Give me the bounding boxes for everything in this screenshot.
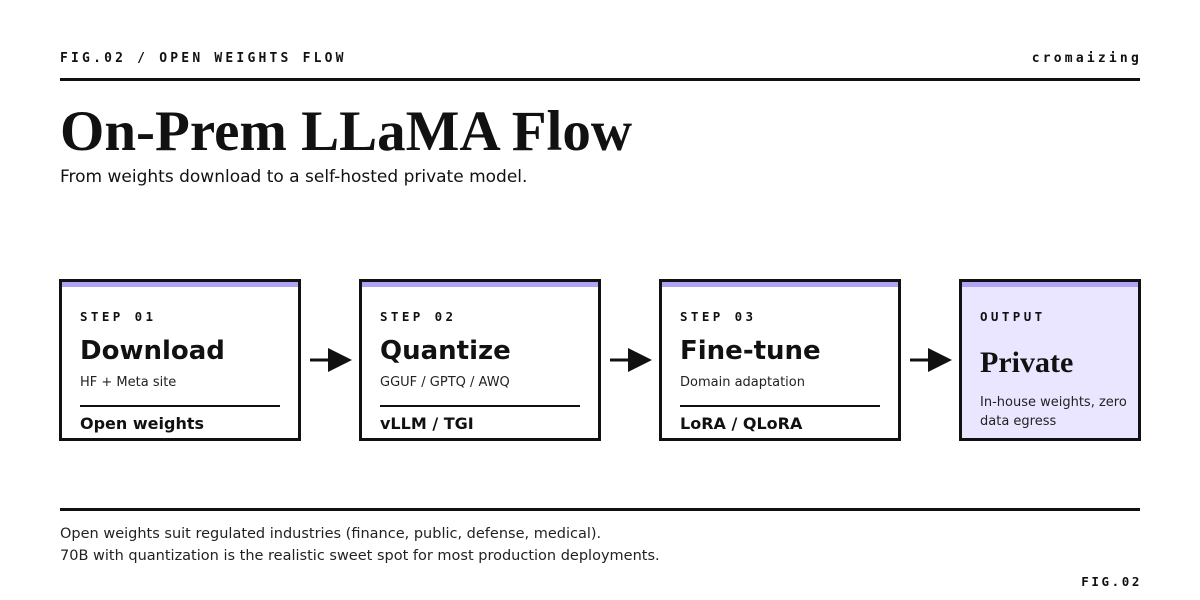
step-footer: Open weights (80, 414, 204, 433)
step-card-fine-tune: STEP 03 Fine-tune Domain adaptation LoRA… (659, 279, 901, 441)
output-description: In-house weights, zero data egress (980, 395, 1127, 429)
figure-reference: FIG.02 (1081, 574, 1142, 589)
bottom-divider (60, 508, 1140, 511)
step-number: STEP 03 (680, 309, 757, 324)
card-divider (80, 405, 280, 407)
step-description: Domain adaptation (680, 375, 805, 390)
footnote-sweet-spot: 70B with quantization is the realistic s… (60, 548, 660, 564)
footnote-regulated: Open weights suit regulated industries (… (60, 526, 602, 542)
step-name: Fine-tune (680, 336, 821, 366)
arrow-right-icon (310, 348, 352, 372)
step-name: Download (80, 336, 225, 366)
card-accent-bar (62, 282, 298, 287)
step-card-download: STEP 01 Download HF + Meta site Open wei… (59, 279, 301, 441)
card-divider (680, 405, 880, 407)
step-footer: LoRA / QLoRA (680, 414, 803, 433)
step-description: GGUF / GPTQ / AWQ (380, 375, 510, 390)
step-number: STEP 01 (80, 309, 157, 324)
step-number: STEP 02 (380, 309, 457, 324)
page-subtitle: From weights download to a self-hosted p… (60, 167, 528, 187)
card-accent-bar (962, 282, 1138, 287)
arrow-right-icon (910, 348, 952, 372)
output-label: OUTPUT (980, 309, 1046, 324)
figure-label: FIG.02 / OPEN WEIGHTS FLOW (60, 51, 347, 66)
step-name: Quantize (380, 336, 511, 366)
step-footer: vLLM / TGI (380, 414, 474, 433)
card-accent-bar (362, 282, 598, 287)
top-divider (60, 78, 1140, 81)
card-accent-bar (662, 282, 898, 287)
page-title: On-Prem LLaMA Flow (60, 100, 633, 163)
brand-name: cromaizing (1031, 51, 1142, 66)
output-card-private: OUTPUT Private In-house weights, zero da… (959, 279, 1141, 441)
step-description: HF + Meta site (80, 375, 177, 390)
output-name: Private (980, 346, 1074, 379)
arrow-right-icon (610, 348, 652, 372)
card-divider (380, 405, 580, 407)
step-card-quantize: STEP 02 Quantize GGUF / GPTQ / AWQ vLLM … (359, 279, 601, 441)
